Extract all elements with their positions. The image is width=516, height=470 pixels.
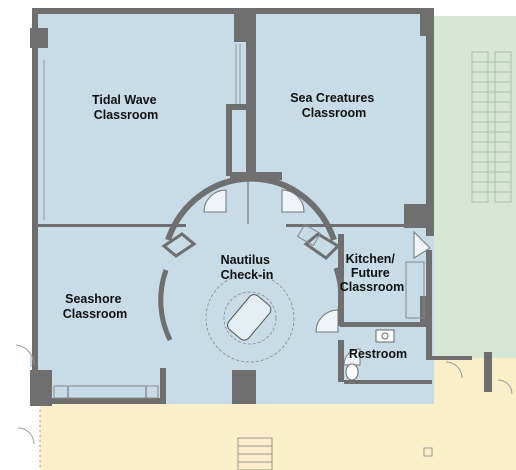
seashore-label: Seashore Classroom	[63, 292, 128, 321]
tidal-wave-label-line2: Classroom	[94, 108, 159, 122]
restroom-label: Restroom	[349, 347, 407, 361]
restroom-fixtures	[345, 329, 395, 381]
seating-rows	[471, 51, 512, 203]
kitchen-label: Kitchen/ Future Classroom	[340, 252, 405, 294]
kitchen-label-line1: Kitchen/	[346, 252, 396, 266]
nautilus-rotunda	[158, 175, 344, 363]
restroom-label-line1: Restroom	[349, 347, 407, 361]
seashore-label-line2: Classroom	[63, 307, 128, 321]
door-swings	[15, 189, 513, 445]
tidal-wave-label: Tidal Wave Classroom	[92, 93, 160, 122]
seashore-bench	[53, 385, 159, 399]
window-strips	[39, 44, 241, 470]
nautilus-label: Nautilus Check-in	[221, 253, 274, 282]
seashore-label-line1: Seashore	[65, 292, 121, 306]
lobby-stairs	[237, 437, 433, 470]
nautilus-label-line2: Check-in	[221, 268, 274, 282]
sea-creatures-label-line2: Classroom	[302, 106, 367, 120]
kitchen-counter	[297, 223, 425, 319]
nautilus-label-line1: Nautilus	[221, 253, 270, 267]
sea-creatures-label-line1: Sea Creatures	[290, 91, 374, 105]
classroom-wing-area	[36, 12, 434, 404]
sea-creatures-label: Sea Creatures Classroom	[290, 91, 378, 120]
kitchen-label-line3: Classroom	[340, 280, 405, 294]
kitchen-label-line2: Future	[351, 266, 390, 280]
tidal-wave-label-line1: Tidal Wave	[92, 93, 157, 107]
adjacent-hall-area	[432, 16, 516, 358]
